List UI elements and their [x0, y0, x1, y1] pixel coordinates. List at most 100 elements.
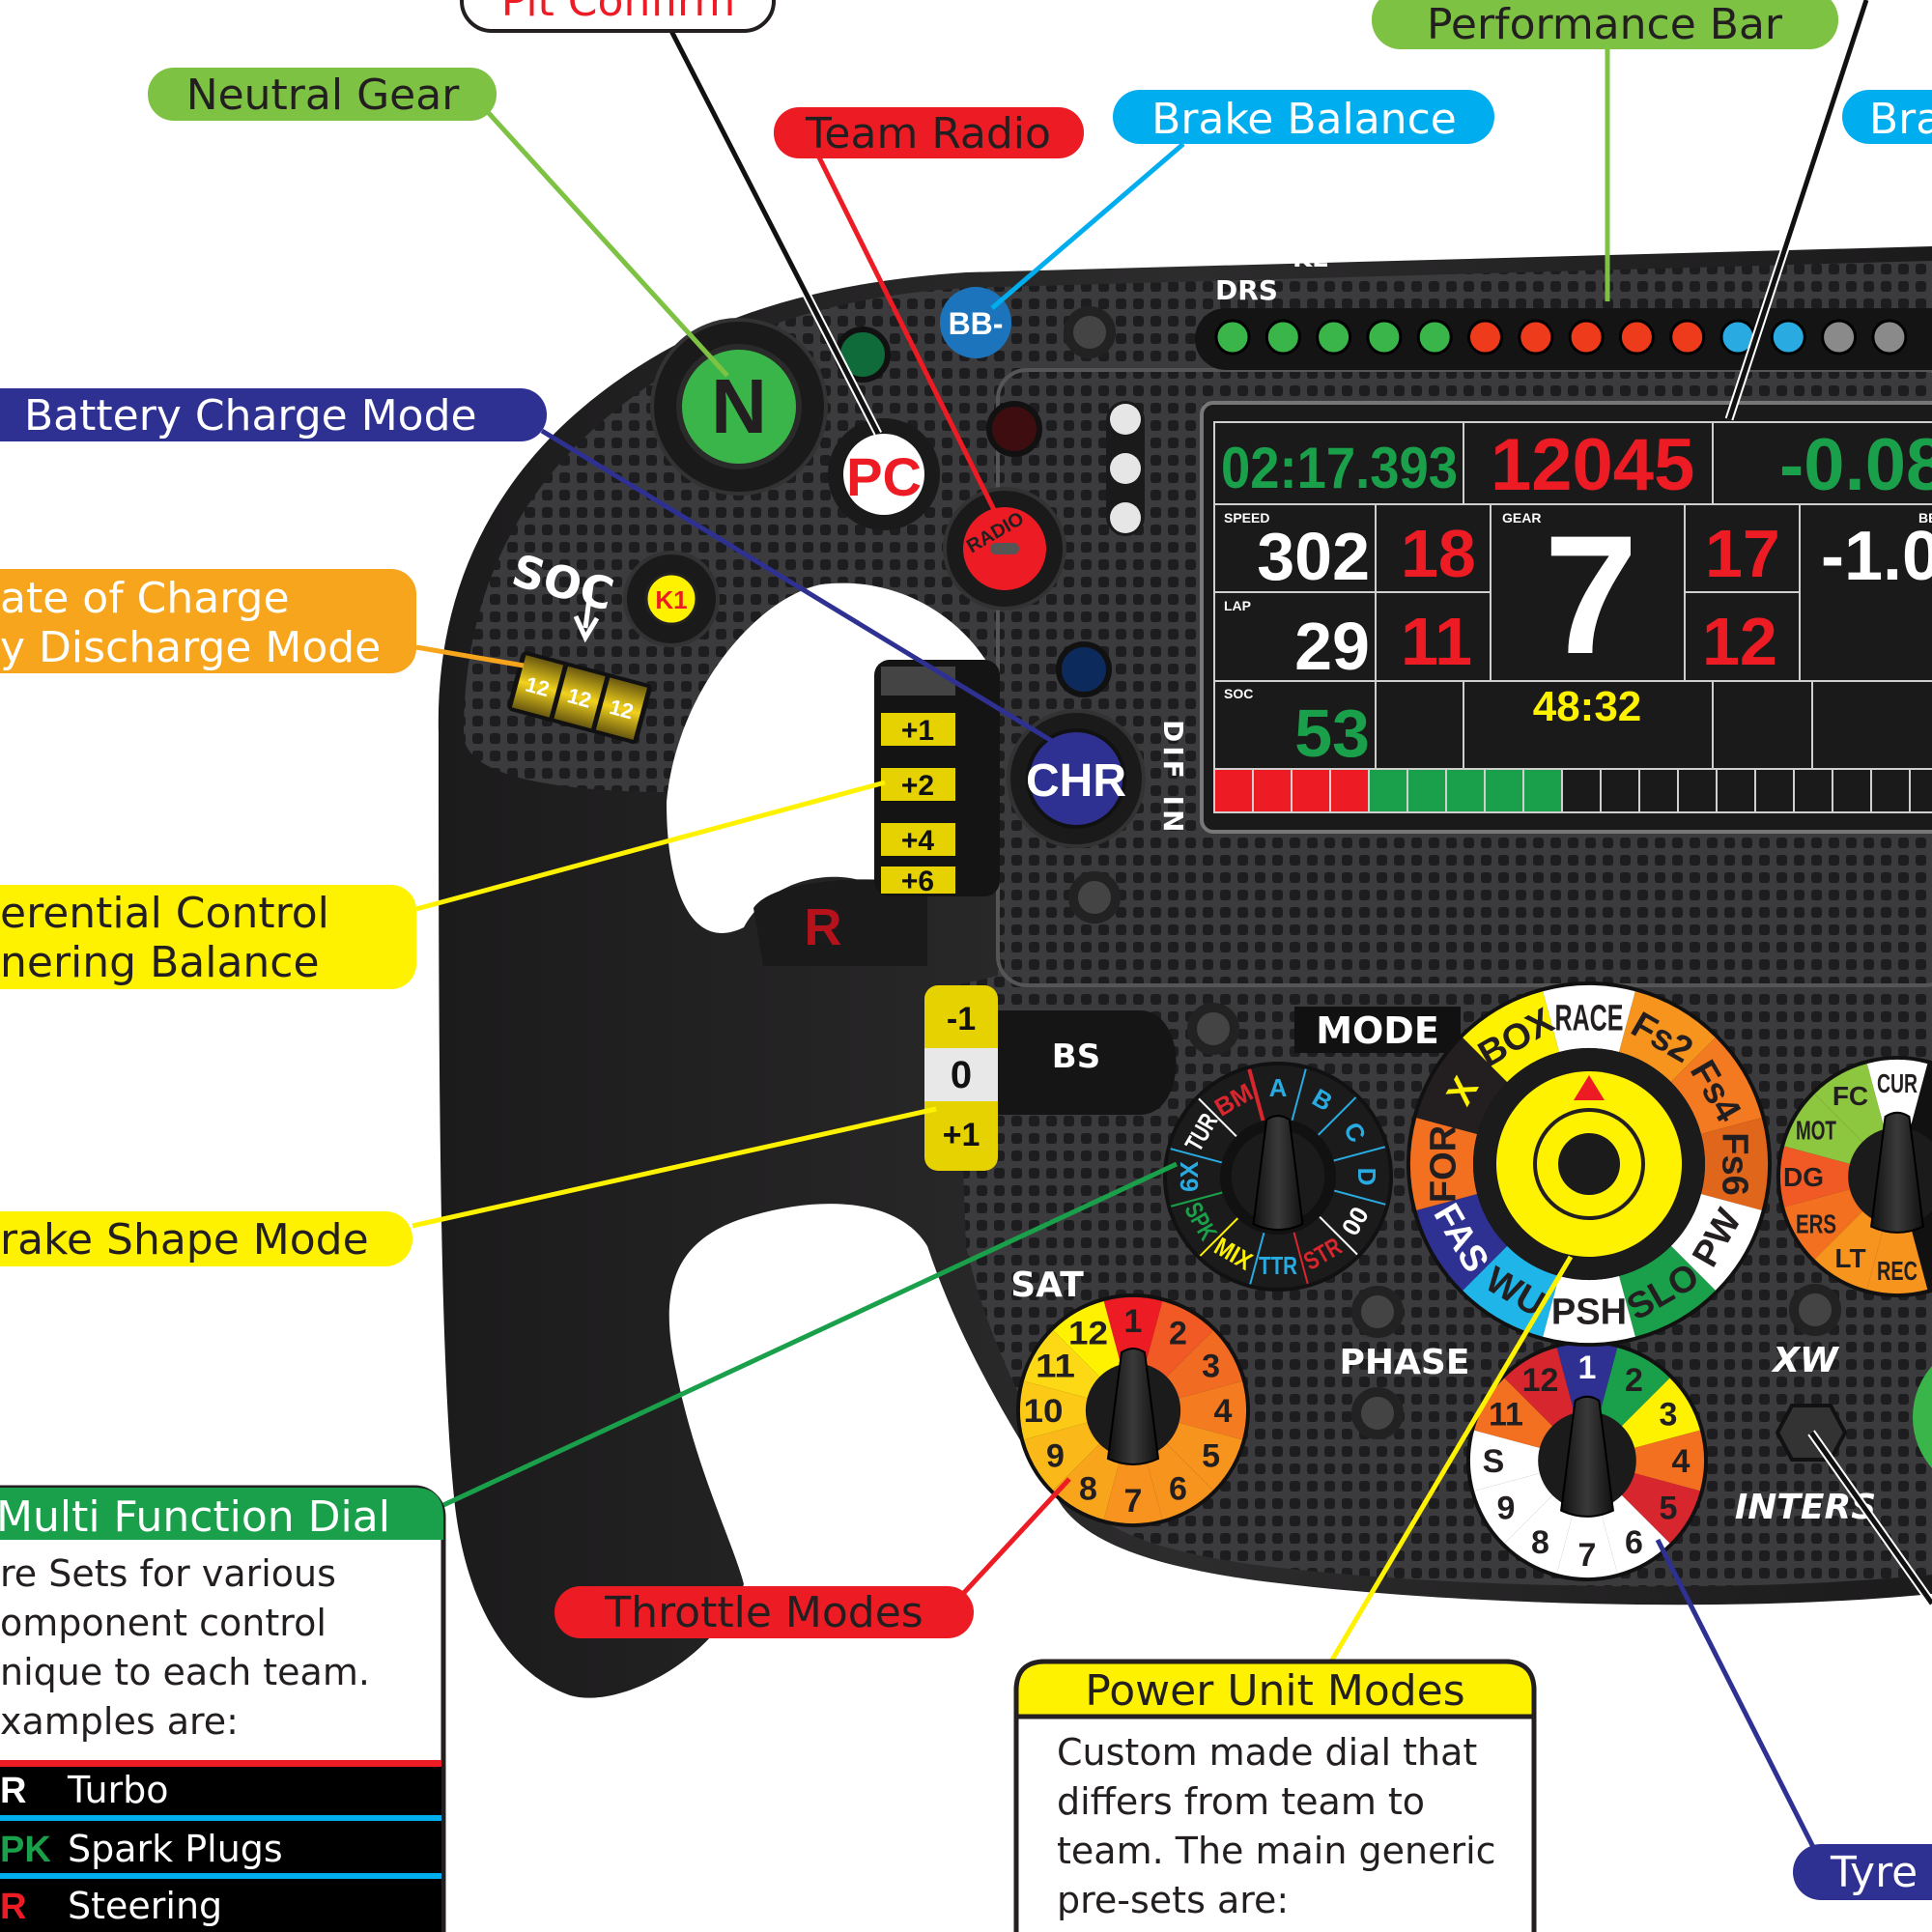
charge-button-label: CHR — [1026, 755, 1126, 807]
mode-dial-segment — [1670, 1037, 1762, 1134]
soc-bar-segment — [1522, 768, 1563, 813]
diff-wheel-value: +1 — [901, 715, 934, 747]
multi-dial-segment — [1249, 1232, 1307, 1288]
shift-led — [1871, 319, 1908, 355]
dial-knob[interactable] — [1252, 1115, 1304, 1232]
recovery-dial-label: CUR — [1877, 1068, 1918, 1098]
shift-led — [1669, 319, 1706, 355]
rotary-knob-small[interactable] — [1064, 306, 1116, 358]
white-button-1[interactable] — [1110, 404, 1141, 435]
mode-dial-segment — [1619, 1245, 1716, 1337]
multi-function-line: nique to each team. — [0, 1651, 370, 1693]
white-button-3[interactable] — [1110, 502, 1141, 533]
svg-text:rake Shape Mode: rake Shape Mode — [0, 1215, 369, 1264]
shift-led — [1618, 319, 1655, 355]
mode-dial-label: Fs6 — [1715, 1132, 1755, 1195]
reverse-paddle[interactable] — [753, 879, 927, 966]
multi-function-line: re Sets for various — [0, 1552, 336, 1595]
diff-wheel-value: +4 — [901, 825, 935, 857]
lap-side-value: 11 — [1401, 604, 1472, 679]
k1-button-label: K1 — [655, 585, 687, 614]
pit-confirm-button[interactable]: PC — [843, 434, 924, 515]
mode-dial-segment — [1670, 1194, 1762, 1291]
ke-label: KE — [1293, 244, 1329, 273]
neutral-button-label: N — [711, 363, 767, 449]
session-clock: 48:32 — [1533, 683, 1642, 730]
dial-knob[interactable] — [1870, 1111, 1924, 1234]
recovery-dial-segment — [1866, 1177, 1928, 1293]
mode-label-bg — [1294, 1007, 1461, 1053]
soc-thumbwheel[interactable]: 12 12 12 — [506, 650, 653, 745]
brake-shape-thumbwheel[interactable]: -1 0 +1 — [924, 985, 998, 1171]
diff-wheel-value: +6 — [901, 866, 934, 897]
power-unit-line: differs from team to — [1057, 1780, 1425, 1823]
rotary-knob-small[interactable] — [1789, 1284, 1841, 1336]
example-desc: Spark Plugs — [68, 1828, 283, 1870]
neutral-button[interactable]: N — [676, 344, 802, 469]
phase-dial-label: 6 — [1625, 1524, 1643, 1561]
multi-dial-segment — [1249, 1065, 1307, 1122]
dial-knob[interactable] — [1106, 1348, 1160, 1465]
callout-tyre: Tyre — [1793, 1844, 1932, 1900]
example-desc: Steering — [68, 1885, 222, 1927]
rotary-knob-small[interactable] — [1187, 1003, 1239, 1055]
shift-led — [1518, 319, 1554, 355]
rotary-knob-small[interactable] — [1068, 871, 1121, 923]
svg-text:Brake Balance: Brake Balance — [1151, 95, 1457, 144]
shift-led — [1467, 319, 1503, 355]
mode-dial-label: FOR — [1423, 1125, 1463, 1203]
mode-dial-segment — [1543, 1275, 1635, 1344]
multi-dial-segment — [1319, 1191, 1386, 1256]
white-buttons — [1106, 401, 1145, 536]
dial-knob[interactable] — [1560, 1395, 1614, 1518]
k1-button[interactable]: K1 — [644, 572, 698, 626]
radio-button[interactable]: RADIO — [963, 507, 1046, 590]
callout-team-radio: Team Radio — [774, 107, 1084, 158]
phase-dial-segment — [1470, 1430, 1587, 1492]
dashboard-display: 02:17.393 12045 -0.08 SPEED 302 18 GEAR … — [1200, 401, 1932, 834]
svg-text:y Discharge Mode: y Discharge Mode — [0, 623, 381, 672]
differential-thumbwheel[interactable]: +1 +2 +4 +6 — [874, 660, 1000, 897]
svg-text:Neutral Gear: Neutral Gear — [186, 71, 461, 120]
svg-text:Throttle Modes: Throttle Modes — [604, 1588, 923, 1637]
mode-dial-segment — [1463, 991, 1559, 1083]
multi-function-line: xamples are: — [0, 1700, 239, 1743]
leader-pit-confirm — [668, 29, 881, 436]
mode-dial-label: PSH — [1551, 1292, 1627, 1332]
sat-dial-label: 11 — [1036, 1348, 1075, 1384]
white-button-2[interactable] — [1110, 453, 1141, 484]
shift-led — [1316, 319, 1352, 355]
charge-button[interactable]: CHR — [1026, 728, 1126, 829]
power-unit-modes-box: Power Unit Modes Custom made dial that d… — [1013, 1659, 1537, 1932]
sat-dial-label: 12 — [1068, 1315, 1108, 1351]
shift-led — [1366, 319, 1403, 355]
recovery-dial-label: MOT — [1796, 1115, 1836, 1145]
multi-dial-segment — [1333, 1148, 1389, 1206]
sat-dial-label: 6 — [1169, 1470, 1187, 1507]
speed-value: 302 — [1257, 519, 1370, 594]
rotary-knob-small[interactable] — [1351, 1387, 1404, 1439]
bs-paddle[interactable] — [998, 1010, 1177, 1115]
power-unit-line: team. The main generic — [1057, 1830, 1496, 1872]
green-dial-partial[interactable] — [1913, 1340, 1932, 1494]
recovery-dial-label: REC — [1877, 1256, 1918, 1286]
multi-function-line: omponent control — [0, 1602, 327, 1644]
multi-dial-label: A — [1269, 1073, 1288, 1102]
leader-throttle — [959, 1477, 1071, 1598]
brake-bias-minus-label: BB- — [949, 306, 1004, 341]
soc-value: 53 — [1294, 696, 1370, 771]
callout-performance-bar: Performance Bar — [1372, 0, 1838, 49]
svg-text:Pit Confirm: Pit Confirm — [501, 0, 735, 26]
rotary-knob-small[interactable] — [1351, 1286, 1404, 1338]
bs-wheel-value: 0 — [951, 1054, 972, 1096]
phase-dial-label: 5 — [1660, 1490, 1678, 1526]
svg-text:Tyre: Tyre — [1830, 1848, 1918, 1897]
callout-brake-balance: Brake Balance — [1113, 90, 1494, 144]
sat-dial-segment — [1133, 1380, 1246, 1440]
leader-multi-function — [440, 1161, 1179, 1509]
